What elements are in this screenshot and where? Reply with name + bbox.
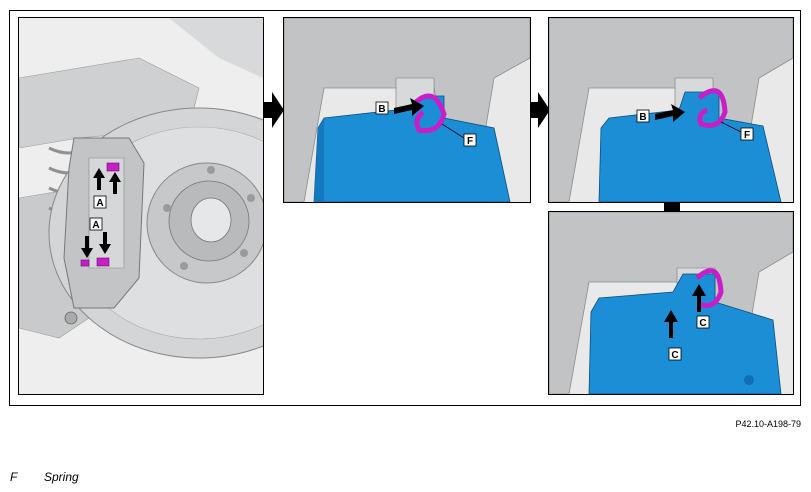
arrow-right-icon xyxy=(530,92,550,128)
label-c-upper: C xyxy=(699,318,706,329)
figure-reference: P42.10-A198-79 xyxy=(735,419,801,429)
panel-brake-disc-overview: A A xyxy=(18,17,264,395)
pad-spring-illustration: B F xyxy=(284,18,530,202)
arrow-right-icon xyxy=(264,92,284,128)
pad-spring-illustration: C C xyxy=(549,212,793,394)
label-b: B xyxy=(378,104,385,115)
legend-text: Spring xyxy=(44,470,79,484)
brake-disc-illustration: A A xyxy=(19,18,263,394)
label-f: F xyxy=(467,136,473,147)
legend: F Spring xyxy=(10,470,79,484)
label-b: B xyxy=(639,112,646,123)
label-f: F xyxy=(744,130,750,141)
panel-press-pad: C C xyxy=(548,211,794,395)
panel-spring-insert: B F xyxy=(283,17,531,203)
legend-key: F xyxy=(10,470,18,484)
label-a-upper: A xyxy=(96,198,103,209)
panel-spring-seated: B F xyxy=(548,17,794,203)
label-c-lower: C xyxy=(671,350,678,361)
pad-spring-illustration: B F xyxy=(549,18,793,202)
label-a-lower: A xyxy=(92,220,99,231)
